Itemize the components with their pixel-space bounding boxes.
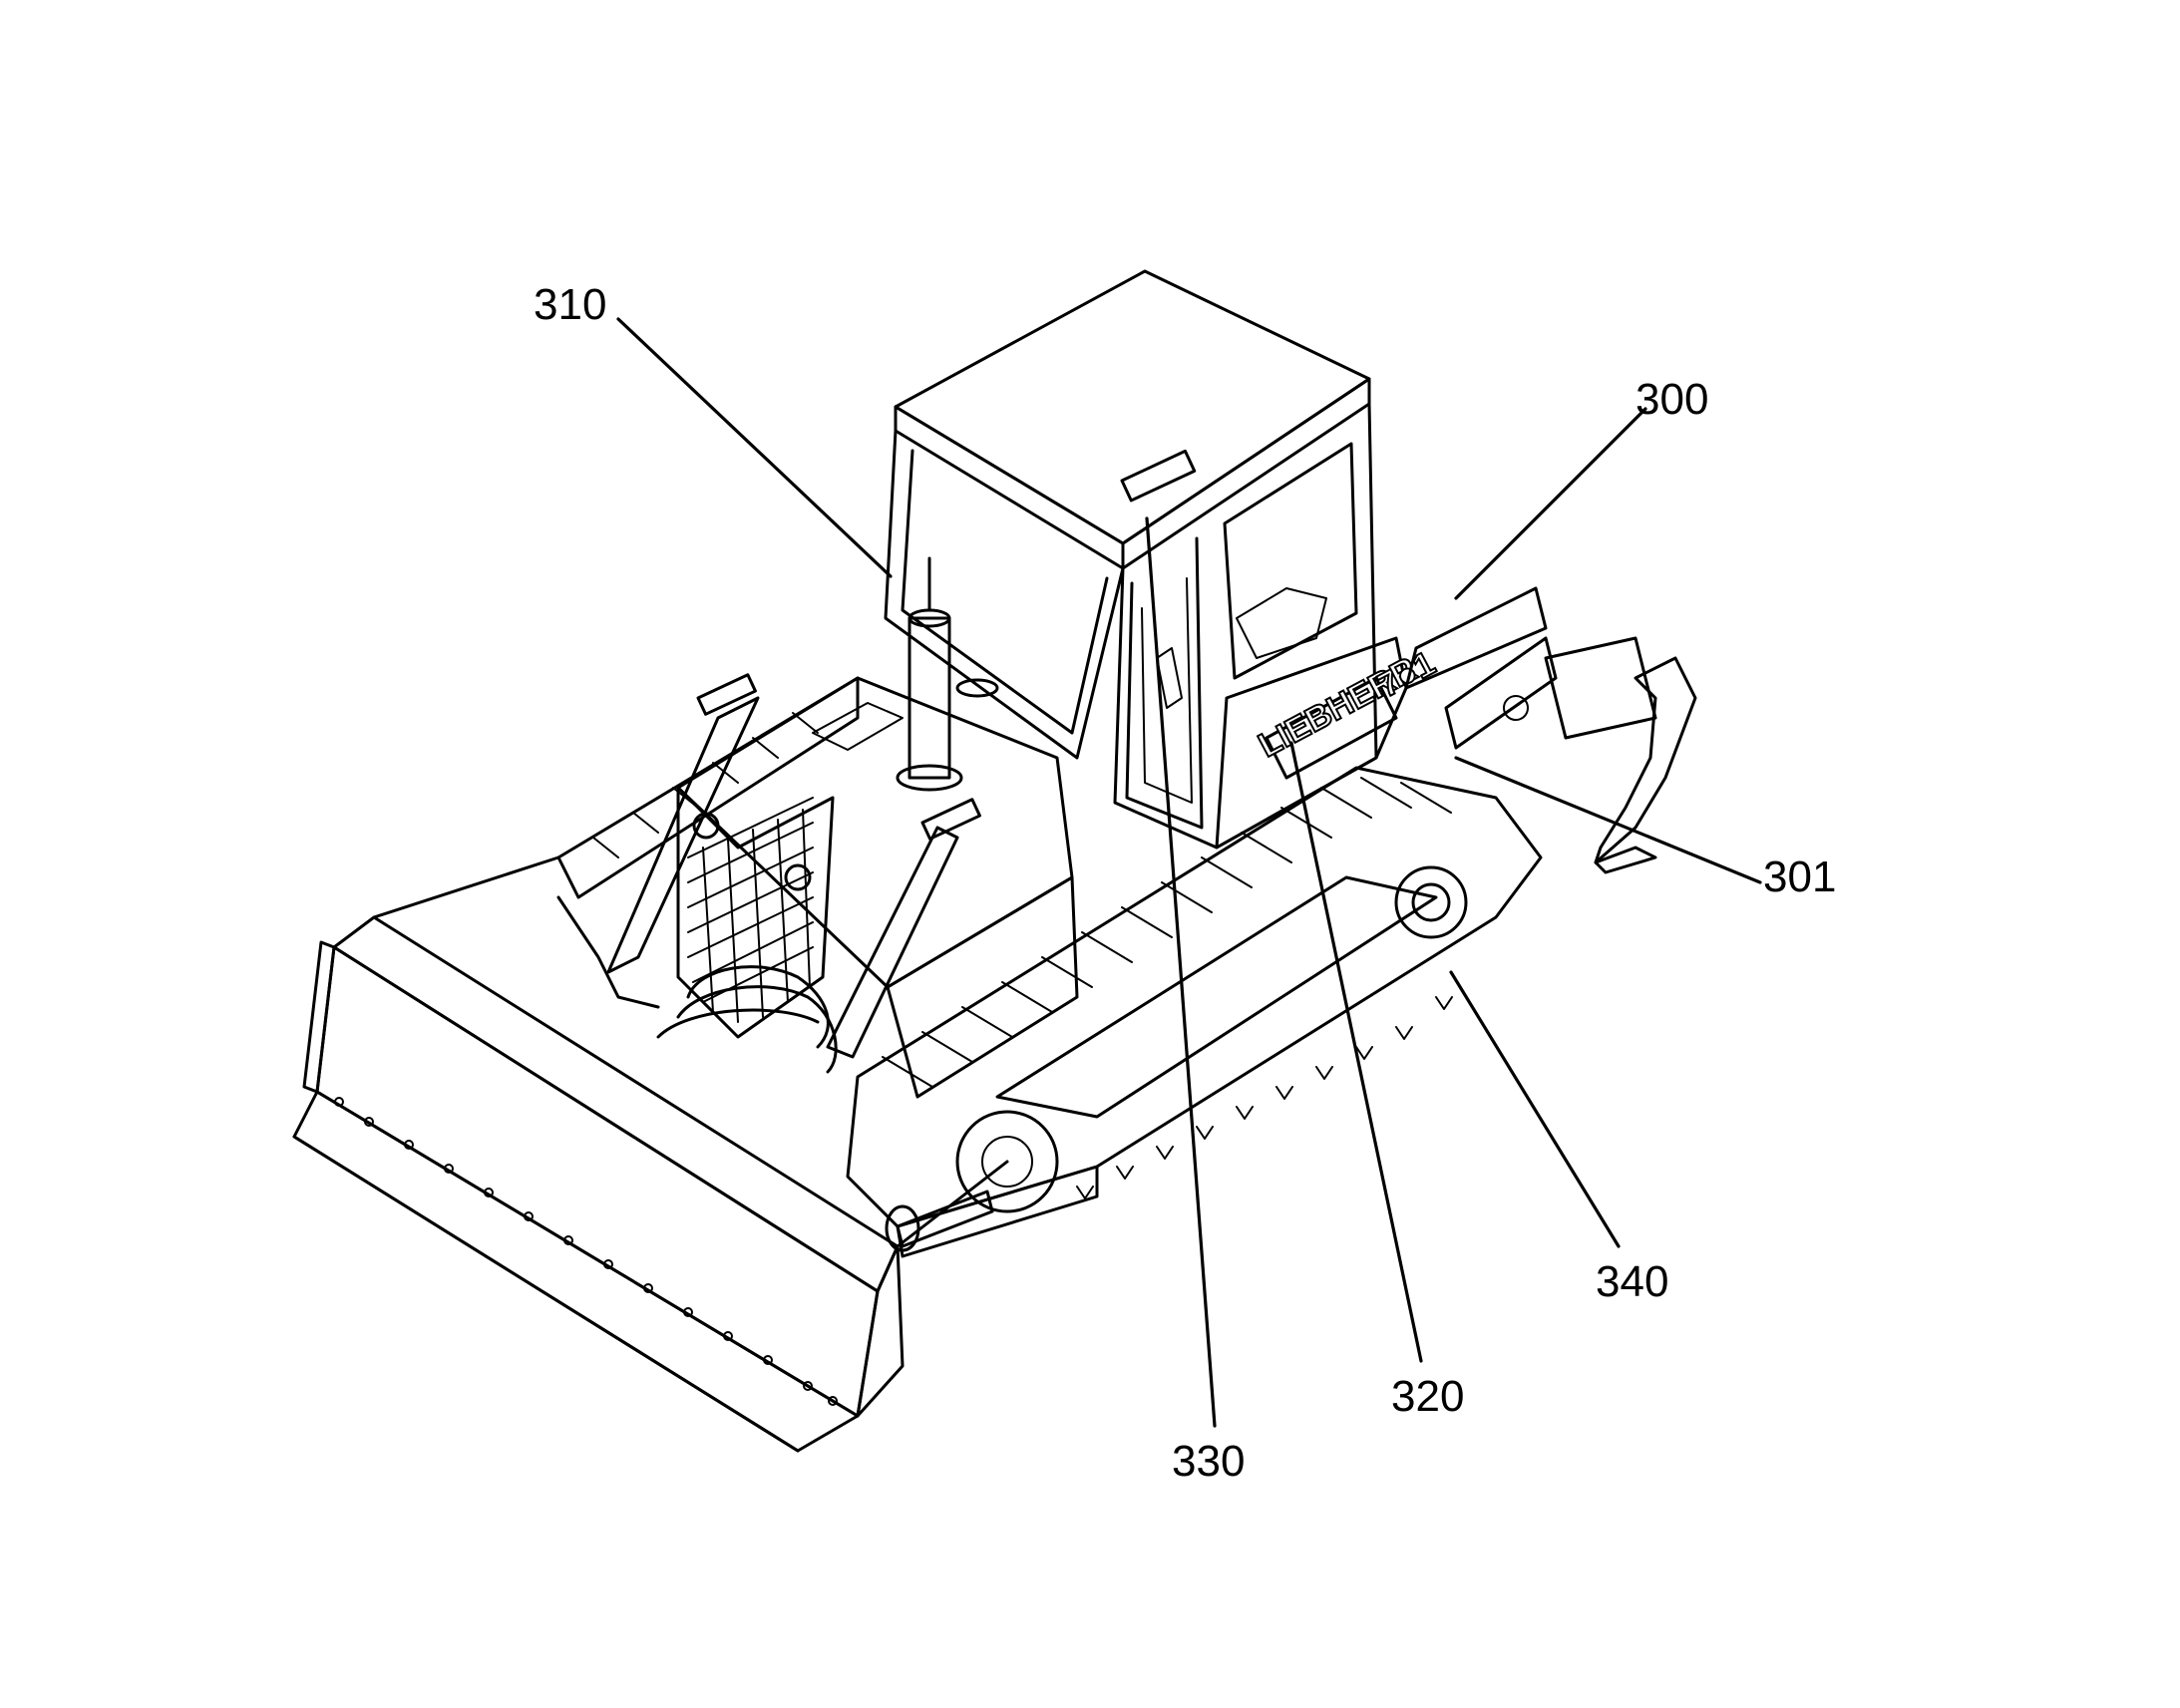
cab-control-lever bbox=[1156, 647, 1183, 709]
cab-front-frame bbox=[884, 429, 1125, 760]
side-panel bbox=[1265, 676, 1398, 780]
track-right-outline bbox=[846, 766, 1543, 1228]
exhaust-base bbox=[896, 764, 963, 792]
leader-340 bbox=[1449, 970, 1621, 1248]
track-roller-frame bbox=[995, 875, 1438, 1119]
ref-label-300: 300 bbox=[1635, 375, 1708, 424]
lift-cylinders bbox=[606, 673, 981, 1074]
lift-cylinder-right-mount bbox=[920, 798, 981, 841]
track-left-outline bbox=[556, 676, 860, 899]
cab-roof-edge-front bbox=[894, 405, 1125, 570]
hydraulic-hose-2 bbox=[676, 985, 838, 1074]
leader-330 bbox=[1145, 516, 1217, 1428]
ripper-beam bbox=[1544, 636, 1657, 740]
leader-300 bbox=[1454, 407, 1647, 600]
final-drive-hub bbox=[1411, 882, 1451, 922]
ripper-frame-lower bbox=[1444, 636, 1558, 750]
track-left-front bbox=[556, 895, 660, 1009]
ref-label-301: 301 bbox=[1763, 853, 1836, 901]
hood-vent bbox=[812, 702, 904, 751]
cab-roof bbox=[894, 269, 1371, 545]
leader-lines bbox=[616, 317, 1762, 1428]
blade-end-right bbox=[856, 1244, 905, 1418]
track-right-shoes bbox=[882, 777, 1452, 1088]
ripper-tooth bbox=[1594, 846, 1657, 874]
cab bbox=[884, 269, 1378, 850]
track-left bbox=[556, 676, 860, 1009]
blade-top-edge bbox=[332, 915, 900, 1293]
leader-301 bbox=[1454, 756, 1762, 884]
cab-side-window bbox=[1223, 442, 1358, 680]
ripper-shank bbox=[1594, 656, 1697, 864]
ref-label-310: 310 bbox=[534, 280, 606, 329]
cab-roof-edge-side bbox=[1121, 377, 1371, 570]
radiator-frame bbox=[676, 786, 835, 1039]
track-left-shoes bbox=[592, 712, 819, 858]
ref-label-330: 330 bbox=[1172, 1437, 1245, 1486]
track-grousers bbox=[1076, 996, 1453, 1199]
engine-hood: LIEBHERR 7●1 bbox=[676, 556, 1442, 1099]
front-idler-hub bbox=[981, 1136, 1033, 1188]
ref-label-320: 320 bbox=[1391, 1372, 1464, 1421]
headlight-right bbox=[784, 863, 812, 891]
final-drive-sprocket bbox=[1394, 865, 1468, 939]
hood-side bbox=[886, 875, 1079, 1099]
blade-cutting-edge bbox=[292, 1090, 860, 1453]
leader-310 bbox=[616, 317, 893, 578]
track-lower-rail bbox=[896, 1165, 1099, 1258]
blade-end-left bbox=[302, 940, 336, 1094]
ripper-frame-top bbox=[1404, 586, 1548, 690]
hydraulic-hose-1 bbox=[686, 965, 830, 1049]
tilt-cylinder bbox=[896, 1190, 994, 1248]
cab-light-bar bbox=[1120, 449, 1197, 503]
front-idler bbox=[955, 1110, 1059, 1213]
hydraulic-hose-3 bbox=[656, 1008, 820, 1039]
blade-bolts bbox=[334, 1097, 838, 1406]
blade-bottom bbox=[292, 1135, 800, 1453]
leader-320 bbox=[1289, 741, 1423, 1363]
track-right bbox=[846, 766, 1543, 1258]
dozer-blade bbox=[292, 855, 1009, 1453]
radiator-grille bbox=[687, 797, 814, 1023]
ripper bbox=[1404, 586, 1697, 874]
ref-label-340: 340 bbox=[1596, 1257, 1668, 1306]
lift-cylinder-left-mount bbox=[696, 673, 757, 716]
exhaust-stack bbox=[908, 616, 951, 780]
cab-door bbox=[1125, 536, 1204, 830]
reference-numerals: 310 300 301 340 320 330 bbox=[534, 280, 1836, 1486]
cab-seat bbox=[1236, 587, 1327, 659]
tilt-cylinder-end bbox=[885, 1204, 920, 1252]
cab-front-window bbox=[901, 449, 1109, 735]
hood-top bbox=[676, 676, 1074, 989]
ripper-pivot bbox=[1503, 695, 1529, 721]
air-intake bbox=[955, 678, 999, 698]
push-arm-left bbox=[372, 855, 560, 919]
lift-cylinder-left bbox=[606, 696, 760, 974]
lift-cylinder-right bbox=[826, 826, 959, 1059]
